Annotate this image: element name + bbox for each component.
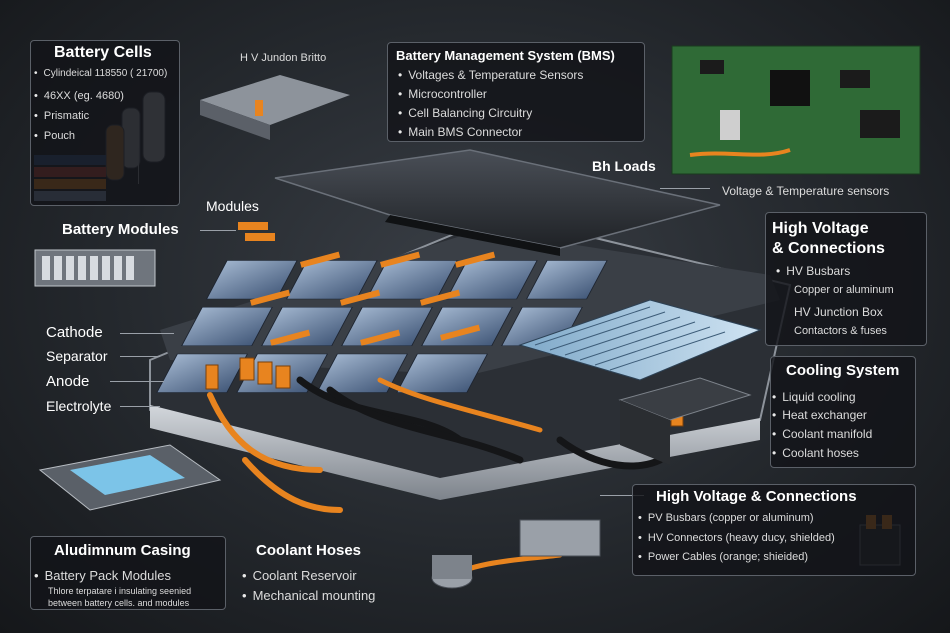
hv-connections-right-title-2: & Connections: [772, 240, 885, 257]
leader-line: [120, 406, 160, 407]
casing-note-2: between battery cells. and modules: [48, 598, 190, 608]
pack-lid: [274, 149, 721, 256]
bms-item: Main BMS Connector: [398, 125, 522, 139]
leader-line: [600, 495, 644, 496]
hv-connections-bottom-item: Power Cables (orange; shieided): [638, 551, 808, 563]
bms-circuit-board: [671, 45, 921, 175]
hv-connections-bottom-item: PV Busbars (copper or aluminum): [638, 512, 814, 524]
anode-label: Anode: [46, 373, 90, 390]
coolant-hoses-title: Coolant Hoses: [256, 542, 362, 559]
casing-note-1: Thlore terpatare i insulating seenied: [48, 586, 192, 596]
hv-connections-bottom-item: HV Connectors (heavy ducy, shielded): [638, 532, 835, 544]
hv-connections-right-panel: [765, 212, 927, 346]
cooling-system-item: Coolant hoses: [772, 446, 859, 460]
battery-cells-item: Prismatic: [34, 110, 89, 122]
hv-connections-right-item: HV Busbars: [776, 264, 850, 278]
bms-item: Microcontroller: [398, 87, 487, 101]
battery-cells-item: 46XX (eg. 4680): [34, 90, 124, 102]
casing-title: Aludimnum Casing: [54, 542, 191, 559]
coolant-reservoir: [431, 519, 601, 589]
bms-item: Cell Balancing Circuitry: [398, 106, 532, 120]
coolant-hoses-item: Coolant Reservoir: [242, 568, 357, 583]
leader-line: [110, 381, 164, 382]
battery-cells-item: Pouch: [34, 130, 75, 142]
leader-line: [660, 188, 710, 189]
leader-line: [200, 230, 236, 231]
battery-modules-label: Battery Modules: [62, 221, 179, 238]
hv-connections-right-item: Copper or aluminum: [794, 284, 894, 296]
hv-junction-top-label: H V Jundon Britto: [240, 52, 327, 64]
battery-cells-item: Cylindeical 118550 ( 21700): [34, 68, 168, 79]
leader-line: [120, 333, 174, 334]
hv-connections-right-item: Contactors & fuses: [794, 325, 887, 337]
bms-module: [200, 75, 350, 140]
hv-junction-box: [618, 377, 752, 465]
casing-item: Battery Pack Modules: [34, 568, 171, 583]
coolant-hoses-item: Mechanical mounting: [242, 588, 376, 603]
cooling-system-title: Cooling System: [786, 362, 900, 379]
modules-label: Modules: [206, 198, 259, 214]
battery-cells-panel: [30, 40, 180, 206]
cooling-system-item: Heat exchanger: [772, 408, 867, 422]
cooling-system-item: Coolant manifold: [772, 427, 872, 441]
cooling-system-item: Liquid cooling: [772, 390, 855, 404]
battery-module-strip: [34, 222, 275, 287]
hv-connections-right-title-1: High Voltage: [772, 220, 869, 237]
cathode-label: Cathode: [46, 324, 103, 341]
bh-loads-label: Bh Loads: [592, 158, 656, 174]
voltage-temp-sensors-label: Voltage & Temperature sensors: [722, 184, 890, 198]
electrolyte-label: Electrolyte: [46, 398, 112, 414]
cooling-module: [38, 444, 222, 511]
hv-connections-right-item: HV Junction Box: [794, 305, 883, 319]
bms-title: Battery Management System (BMS): [396, 48, 615, 63]
leader-line: [120, 356, 160, 357]
bms-item: Voltages & Temperature Sensors: [398, 68, 583, 82]
cooling-plate: [518, 299, 762, 381]
separator-label: Separator: [46, 348, 108, 364]
battery-cells-title: Battery Cells: [54, 44, 152, 61]
hv-connections-bottom-title: High Voltage & Connections: [656, 488, 857, 505]
